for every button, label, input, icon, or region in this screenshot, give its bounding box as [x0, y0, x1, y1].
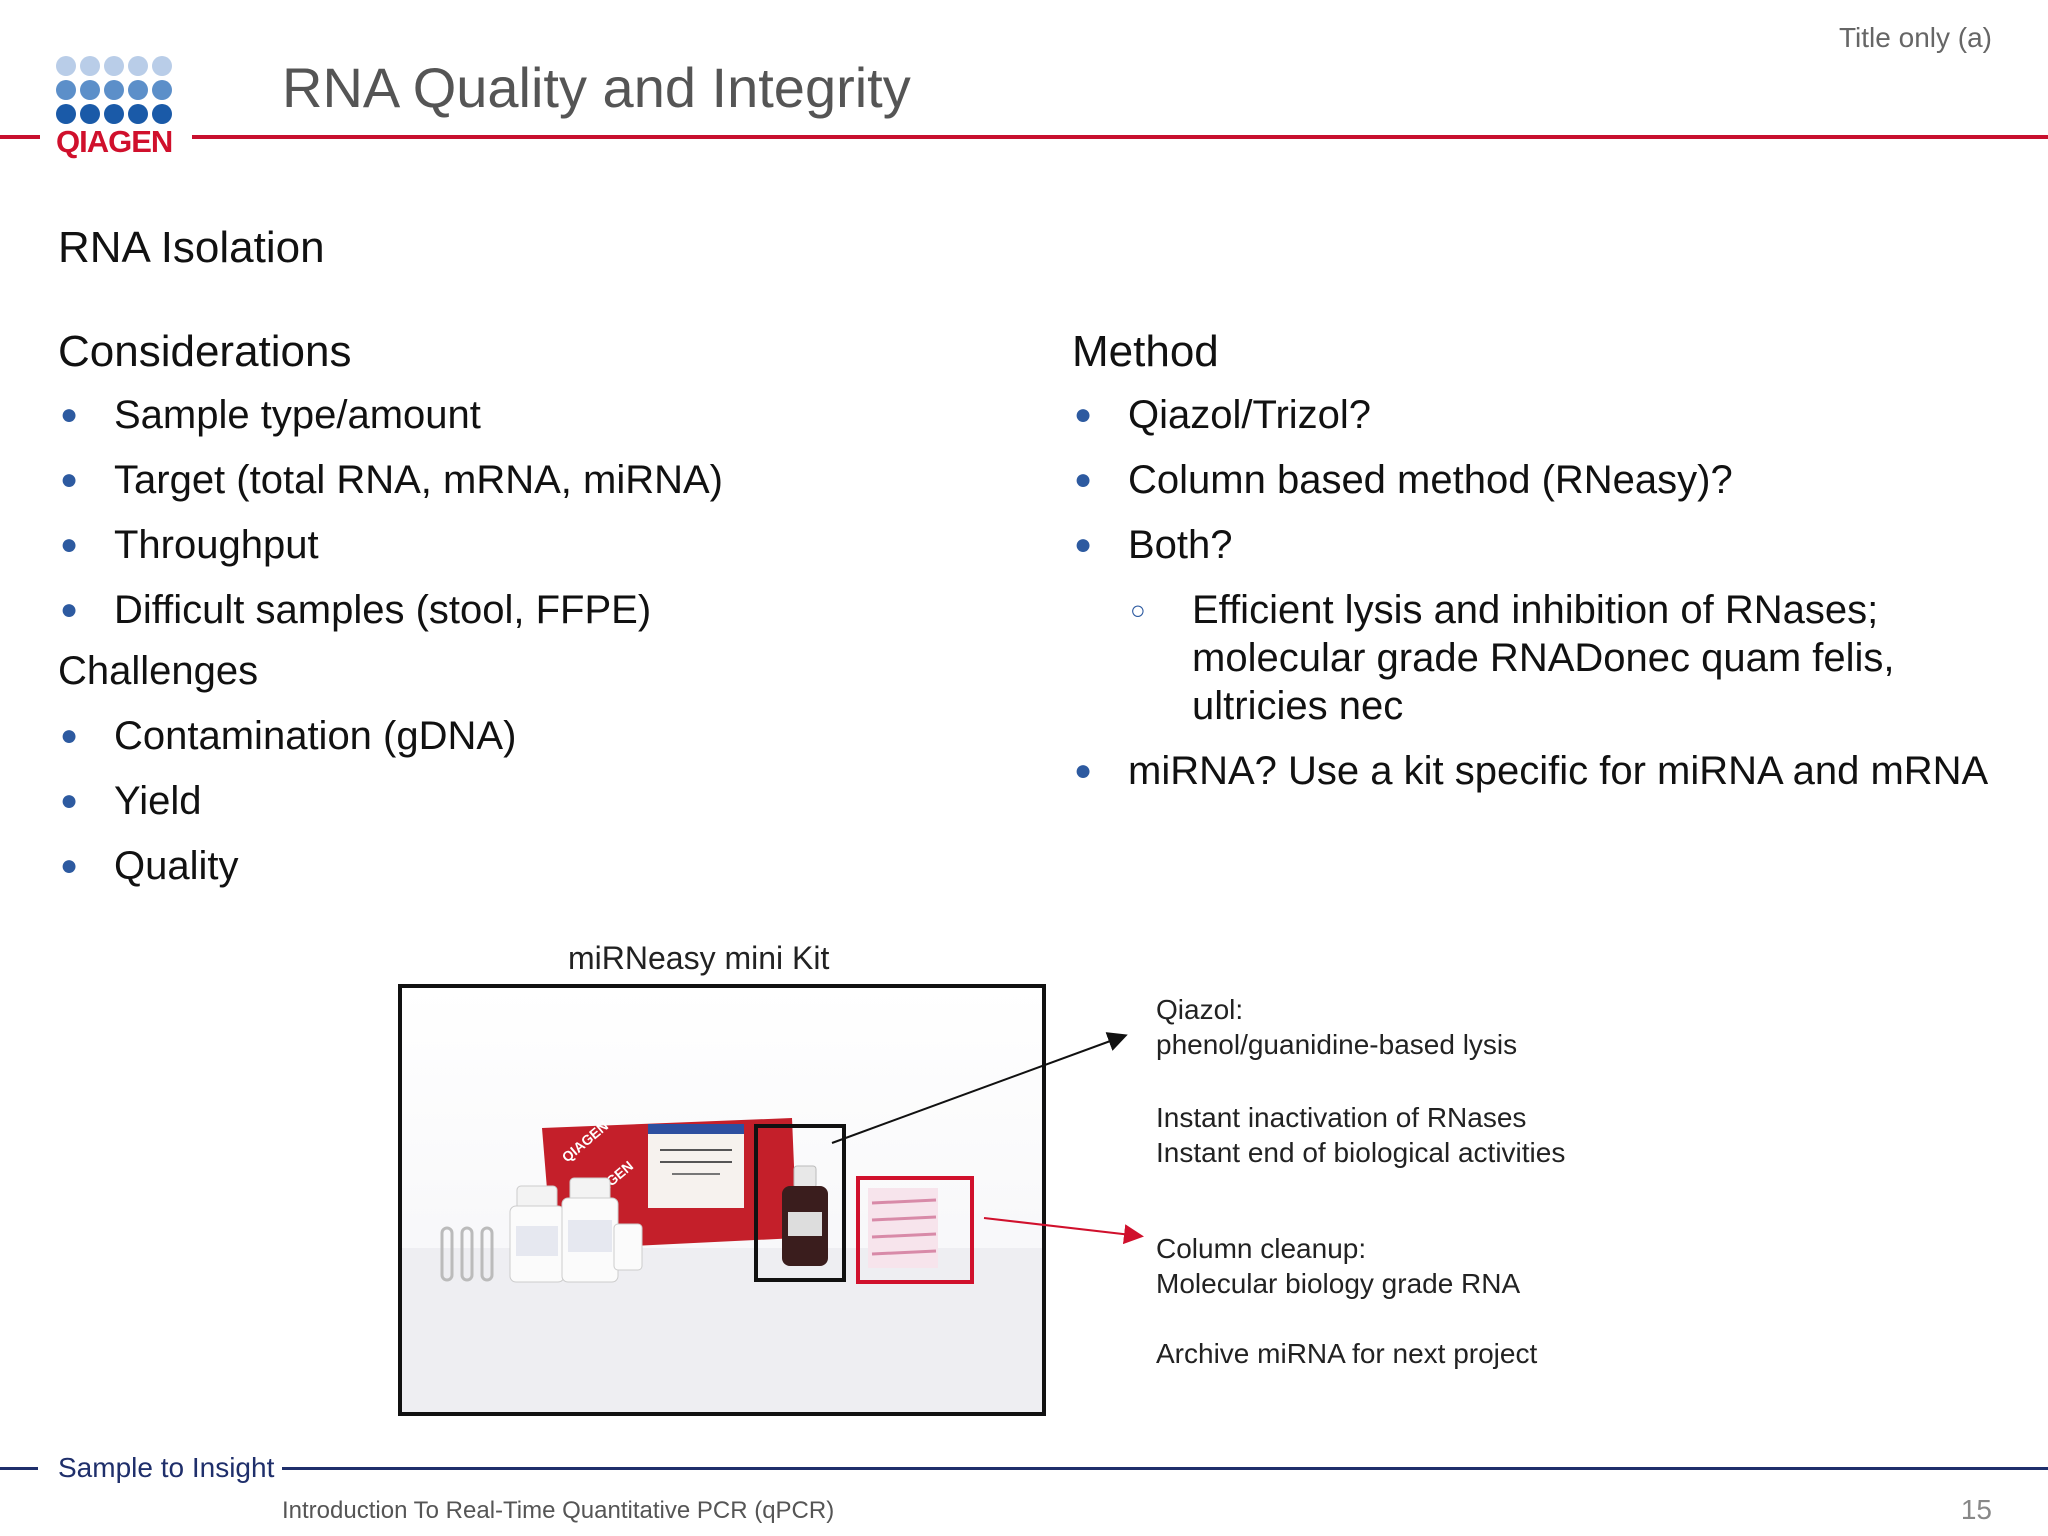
logo-dot-grid: [56, 56, 180, 124]
considerations-list: ●Sample type/amount ●Target (total RNA, …: [58, 391, 1018, 634]
method-list: ●Qiazol/Trizol? ●Column based method (RN…: [1072, 391, 2002, 795]
column-callout: Column cleanup: Molecular biology grade …: [1156, 1231, 1520, 1301]
layout-name: Title only (a): [1838, 22, 1992, 53]
bullet-icon: ●: [60, 593, 79, 626]
qiazol-callout-desc: phenol/guanidine-based lysis: [1156, 1029, 1518, 1060]
buffer-bottles: [509, 1177, 643, 1283]
bullet-icon: ●: [60, 849, 79, 882]
header-divider-right: [192, 135, 2048, 139]
bullet-icon: ●: [60, 528, 79, 561]
considerations-title: Considerations: [58, 327, 352, 376]
bullet-icon: ●: [1074, 463, 1093, 496]
bullet-icon: ●: [1074, 754, 1093, 787]
spin-columns: [868, 1188, 938, 1268]
footer-tagline: Sample to Insight: [58, 1452, 275, 1483]
bullet-icon: ●: [60, 463, 79, 496]
bullet-icon: ●: [60, 784, 79, 817]
list-item: ●Yield: [60, 779, 202, 823]
rnase-callout: Instant inactivation of RNases Instant e…: [1156, 1100, 1565, 1170]
rnase-callout-line-1: Instant inactivation of RNases: [1156, 1102, 1527, 1133]
page-number: 15: [1960, 1494, 1992, 1525]
footer-course-title: Introduction To Real-Time Quantitative P…: [282, 1497, 835, 1524]
challenges-title: Challenges: [58, 649, 259, 693]
column-arrow: [983, 1217, 1144, 1245]
header-divider-left: [0, 135, 40, 139]
bullet-icon: ●: [1074, 398, 1093, 431]
kit-illustration: QIAGEN QIAGEN: [402, 1118, 1042, 1412]
qiazol-callout: Qiazol: phenol/guanidine-based lysis: [1156, 992, 1517, 1062]
list-item: ●miRNA? Use a kit specific for miRNA and…: [1074, 749, 1989, 793]
list-item: ●Contamination (gDNA): [60, 714, 517, 758]
sub-list-item: ○Efficient lysis and inhibition of RNase…: [1130, 588, 1895, 728]
tubes: [440, 1226, 494, 1282]
column-highlight: [856, 1176, 974, 1284]
list-item: ●Sample type/amount: [60, 393, 481, 437]
list-item: ●Qiazol/Trizol?: [1074, 393, 1372, 437]
qiagen-logo: QIAGEN: [56, 56, 180, 159]
list-item: ●Both? ○Efficient lysis and inhibition o…: [1072, 521, 2002, 730]
kit-photo: QIAGEN QIAGEN: [398, 984, 1046, 1416]
logo-wordmark: QIAGEN: [56, 124, 173, 159]
method-sub-list: ○Efficient lysis and inhibition of RNase…: [1128, 586, 2002, 730]
rnase-callout-line-2: Instant end of biological activities: [1156, 1137, 1566, 1168]
method-title: Method: [1072, 327, 1219, 376]
bullet-icon: ●: [60, 398, 79, 431]
list-item: ●Throughput: [60, 523, 319, 567]
footer-divider-left: [0, 1467, 38, 1470]
qiazol-callout-title: Qiazol:: [1156, 994, 1244, 1025]
qiazol-highlight: [754, 1124, 846, 1282]
slide-title: RNA Quality and Integrity: [282, 56, 911, 119]
list-item: ●Target (total RNA, mRNA, miRNA): [60, 458, 723, 502]
bullet-icon: ●: [1074, 528, 1093, 561]
method-block: Method ●Qiazol/Trizol? ●Column based met…: [1072, 326, 2002, 812]
bullet-icon: ●: [60, 719, 79, 752]
sub-bullet-icon: ○: [1130, 595, 1146, 625]
section-heading: RNA Isolation: [58, 223, 325, 272]
qiazol-arrow: [831, 1032, 1128, 1144]
qiazol-bottle: [782, 1165, 828, 1266]
archive-callout: Archive miRNA for next project: [1156, 1338, 1538, 1369]
column-callout-title: Column cleanup:: [1156, 1233, 1367, 1264]
list-item: ●Column based method (RNeasy)?: [1074, 458, 1733, 502]
list-item: ●Quality: [60, 844, 239, 888]
footer-divider-right: [282, 1467, 2048, 1470]
considerations-block: Considerations ●Sample type/amount ●Targ…: [58, 326, 1018, 907]
list-item: ●Difficult samples (stool, FFPE): [60, 588, 652, 632]
challenges-list: ●Contamination (gDNA) ●Yield ●Quality: [58, 712, 1018, 890]
kit-label: miRNeasy mini Kit: [568, 940, 830, 976]
column-callout-desc: Molecular biology grade RNA: [1156, 1268, 1521, 1299]
